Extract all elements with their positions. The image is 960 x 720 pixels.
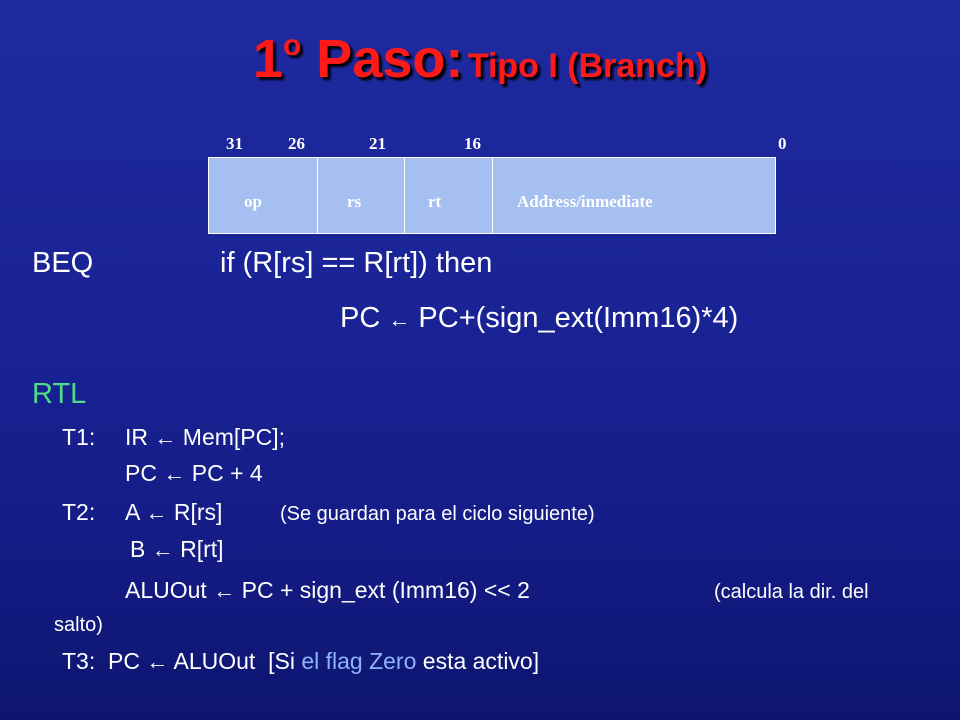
t2-a-left: A <box>125 499 140 525</box>
bit-0: 0 <box>778 134 787 153</box>
field-rt: rt <box>428 192 442 211</box>
title-subtitle: Tipo I (Branch) <box>467 47 708 85</box>
left-arrow-icon: ← <box>151 537 174 562</box>
title-number: 1 <box>252 29 283 89</box>
t2-b-line: B ← R[rt] <box>130 536 224 563</box>
left-arrow-icon: ← <box>146 649 169 674</box>
beq-action: PC ← PC+(sign_ext(Imm16)*4) <box>340 302 738 335</box>
t2-aluout-left: ALUOut <box>125 577 207 603</box>
t3-flag: el flag Zero <box>301 648 417 674</box>
t3-line: T3: PC ← ALUOut [Si el flag Zero esta ac… <box>62 648 539 675</box>
instruction-format-box: op rs rt Address/inmediate <box>208 157 776 234</box>
left-arrow-icon: ← <box>145 500 168 525</box>
t2-aluout-right: PC + sign_ext (Imm16) << 2 <box>241 577 530 603</box>
t3-rest: esta activo] <box>416 648 540 674</box>
left-arrow-icon: ← <box>213 578 236 603</box>
slide-title: 1o Paso: Tipo I (Branch) <box>0 28 960 90</box>
t1-label: T1: <box>62 424 96 450</box>
t2-a-line: A ← R[rs] <box>125 499 222 526</box>
bit-16: 16 <box>464 134 481 153</box>
t2-note: (Se guardan para el ciclo siguiente) <box>280 503 595 525</box>
bit-21: 21 <box>369 134 386 153</box>
title-paso: Paso: <box>301 29 464 89</box>
t2-aluout-line: ALUOut ← PC + sign_ext (Imm16) << 2 <box>125 577 530 604</box>
left-arrow-icon: ← <box>163 461 186 486</box>
beq-mnemonic: BEQ <box>32 247 94 279</box>
title-ordinal: o <box>282 29 302 62</box>
t2-aluout-note-cont: salto) <box>54 614 103 636</box>
t2-b-left: B <box>130 536 146 562</box>
rtl-heading: RTL <box>32 378 87 410</box>
t3-right: ALUOut <box>173 648 256 674</box>
t1-ir-line: IR ← Mem[PC]; <box>125 424 285 451</box>
t2-a-right: R[rs] <box>173 499 223 525</box>
beq-action-right: PC+(sign_ext(Imm16)*4) <box>418 302 739 334</box>
field-rs: rs <box>347 192 362 211</box>
t3-bracket-open: [Si <box>268 648 302 674</box>
t3-left: PC <box>108 648 140 674</box>
t1-pc-left: PC <box>125 460 157 486</box>
left-arrow-icon: ← <box>388 307 411 332</box>
t2-b-right: R[rt] <box>180 536 224 562</box>
t2-label: T2: <box>62 499 96 525</box>
bit-31: 31 <box>226 134 243 153</box>
t1-pc-right: PC + 4 <box>191 460 263 486</box>
beq-action-left: PC <box>340 302 381 334</box>
field-address: Address/inmediate <box>517 192 653 211</box>
beq-condition: if (R[rs] == R[rt]) then <box>220 247 493 279</box>
left-arrow-icon: ← <box>154 425 177 450</box>
field-op: op <box>244 192 262 211</box>
t1-ir-left: IR <box>125 424 148 450</box>
field-divider <box>317 158 318 233</box>
bit-26: 26 <box>288 134 305 153</box>
t2-aluout-note: (calcula la dir. del <box>714 581 869 603</box>
field-divider <box>404 158 405 233</box>
field-divider <box>492 158 493 233</box>
t3-label: T3: <box>62 648 96 674</box>
t1-pc-line: PC ← PC + 4 <box>125 460 263 487</box>
t1-ir-right: Mem[PC]; <box>182 424 286 450</box>
